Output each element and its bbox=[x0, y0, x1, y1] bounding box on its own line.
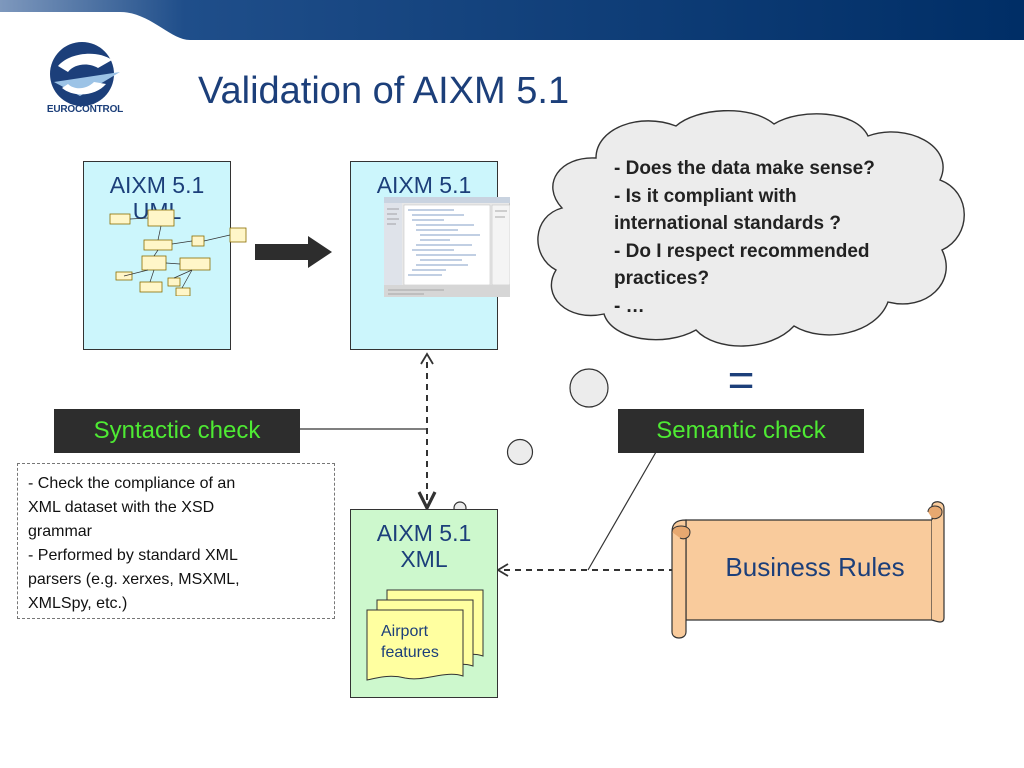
syntactic-desc-line: XMLSpy, etc.) bbox=[28, 595, 128, 612]
airport-features-label: Airport features bbox=[381, 621, 461, 663]
syntactic-desc-line: grammar bbox=[28, 523, 93, 540]
xml-box-title-line-1: AIXM 5.1 bbox=[376, 520, 472, 546]
uml-to-xsd-arrow-icon bbox=[255, 236, 332, 268]
airport-features-documents-icon bbox=[366, 589, 484, 681]
xsd-box: AIXM 5.1 XSD bbox=[350, 161, 510, 350]
thought-bubble-medium bbox=[506, 438, 534, 466]
cloud-line: - Does the data make sense? bbox=[614, 158, 875, 179]
thought-bubble-large bbox=[569, 368, 609, 408]
xml-box: AIXM 5.1 XML bbox=[350, 509, 498, 698]
semantic-check-label: Semantic check bbox=[618, 409, 864, 453]
syntactic-desc-line: - Performed by standard XML bbox=[28, 547, 238, 564]
uml-box: AIXM 5.1 UML bbox=[83, 161, 247, 350]
eurocontrol-logo-icon bbox=[50, 42, 120, 106]
airport-features-line-1: Airport bbox=[381, 623, 429, 640]
thought-cloud bbox=[537, 109, 965, 347]
cloud-line: - Is it compliant with bbox=[614, 185, 797, 207]
top-band bbox=[0, 0, 1024, 40]
xml-box-title: AIXM 5.1 XML bbox=[351, 520, 497, 572]
xsd-box-title-line-1: AIXM 5.1 bbox=[376, 172, 472, 198]
business-rules-scroll bbox=[671, 501, 945, 639]
thought-cloud-text: - Does the data make sense? - Is it comp… bbox=[614, 155, 944, 320]
syntactic-desc-line: XML dataset with the XSD bbox=[28, 499, 215, 516]
business-rules-label: Business Rules bbox=[725, 552, 905, 582]
semantic-connector-line bbox=[587, 451, 657, 571]
syntactic-check-label: Syntactic check bbox=[54, 409, 300, 453]
logo-text: EUROCONTROL bbox=[46, 104, 124, 115]
cloud-line: practices? bbox=[614, 268, 710, 289]
syntactic-check-description: - Check the compliance of an XML dataset… bbox=[17, 463, 335, 619]
xsd-arrow-tip-icon bbox=[420, 352, 434, 365]
cloud-line: - … bbox=[614, 295, 645, 317]
uml-box-title-line-1: AIXM 5.1 bbox=[109, 172, 205, 198]
airport-features-line-2: features bbox=[381, 644, 439, 661]
cloud-line: - Do I respect recommended bbox=[614, 240, 870, 262]
equals-sign: = bbox=[727, 354, 755, 406]
xml-box-title-line-2: XML bbox=[400, 546, 448, 572]
xsd-editor-screenshot bbox=[384, 197, 510, 297]
xml-arrow-tip-icon bbox=[496, 563, 509, 577]
page-title: Validation of AIXM 5.1 bbox=[198, 70, 570, 112]
uml-diagram-thumbnail bbox=[109, 209, 247, 296]
uml-box-title: AIXM 5.1 UML bbox=[84, 172, 230, 224]
cloud-line: international standards ? bbox=[614, 213, 841, 234]
syntactic-desc-line: parsers (e.g. xerxes, MSXML, bbox=[28, 571, 240, 588]
syntactic-desc-line: - Check the compliance of an bbox=[28, 475, 236, 492]
